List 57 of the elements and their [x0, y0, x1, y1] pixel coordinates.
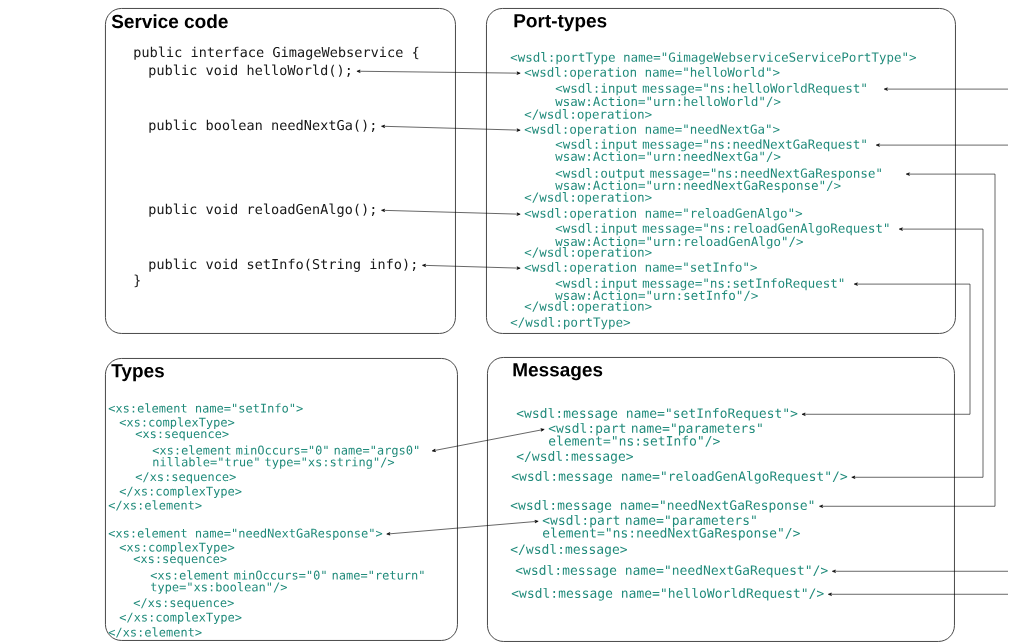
code-line: </wsdl:operation>	[524, 109, 652, 122]
code-line: public void reloadGenAlgo();	[149, 203, 375, 217]
arrow	[828, 592, 1009, 596]
code-line: <wsdl:input message="ns:setInfoRequest" wsaw:Action="urn:setInfo"/>	[555, 278, 844, 302]
code-line: <xs:element name="setInfo">	[108, 403, 303, 413]
arrow	[422, 263, 521, 270]
code-line: </wsdl:message>	[516, 450, 634, 464]
arrow	[356, 69, 521, 75]
arrow	[883, 87, 1009, 91]
code-line: <wsdl:portType name="GimageWebserviceServicePortType">	[510, 52, 916, 65]
code-line: </wsdl:operation>	[524, 301, 652, 314]
code-line: <wsdl:operation name="setInfo">	[524, 262, 757, 275]
code-line: <xs:element name="needNextGaResponse">	[108, 528, 383, 540]
code-line: <wsdl:message name="needNextGaRequest"/>	[515, 564, 828, 578]
arrow	[386, 519, 539, 536]
code-line: <wsdl:operation name="needNextGa">	[524, 124, 780, 137]
arrow	[851, 227, 984, 479]
code-line: <wsdl:input message="ns:needNextGaRequest" wsaw:Action="urn:needNextGa"/>	[555, 139, 866, 163]
code-line: </xs:element>	[108, 627, 202, 638]
arrow	[832, 569, 1009, 573]
code-line: <wsdl:part name="parameters" element="ns:needNextGaResponse"/>	[542, 514, 800, 541]
code-line: <xs:element minOccurs="0" name="return" type="xs:boolean"/>	[150, 570, 424, 594]
code-line: </wsdl:portType>	[510, 317, 631, 330]
code-line: public interface GimageWebservice {	[134, 46, 419, 60]
code-line: <wsdl:operation name="reloadGenAlgo">	[524, 208, 803, 221]
code-line: </xs:sequence>	[133, 598, 234, 610]
code-line: </wsdl:operation>	[524, 247, 652, 260]
code-line: public boolean needNextGa();	[149, 119, 375, 133]
code-line: <xs:complexType>	[119, 417, 235, 429]
arrow	[819, 172, 996, 508]
arrow	[431, 428, 545, 452]
code-line: <xs:sequence>	[135, 431, 229, 441]
code-line: <wsdl:message name="reloadGenAlgoRequest"/>	[511, 470, 848, 484]
code-line: <wsdl:part name="parameters" element="ns:setInfo"/>	[548, 422, 762, 447]
arrow	[381, 124, 521, 132]
code-line: </xs:complexType>	[119, 486, 242, 498]
code-line: <xs:complexType>	[119, 542, 235, 554]
arrow	[801, 282, 971, 416]
code-line: <wsdl:input message="ns:helloWorldRequest" wsaw:Action="urn:helloWorld"/>	[555, 83, 866, 108]
code-line: <wsdl:message name="setInfoRequest">	[516, 407, 798, 421]
code-line: <xs:sequence>	[133, 556, 227, 566]
code-line: <wsdl:message name="helloWorldRequest"/>	[511, 587, 824, 601]
code-line: <wsdl:operation name="helloWorld">	[524, 67, 780, 80]
code-line: </wsdl:operation>	[524, 192, 652, 205]
code-line: </xs:element>	[108, 500, 202, 511]
code-line: </wsdl:message>	[510, 543, 628, 557]
code-line: public void helloWorld();	[149, 64, 350, 78]
code-line: <wsdl:output message="ns:needNextGaResponse" wsaw:Action="urn:needNextGaResponse"/>	[555, 168, 881, 193]
code-line: </xs:complexType>	[119, 612, 242, 624]
arrow	[381, 208, 521, 216]
code-line: }	[134, 274, 140, 288]
code-line: public void setInfo(String info);	[149, 258, 416, 272]
code-line: </xs:sequence>	[135, 472, 236, 484]
code-line: <wsdl:input message="ns:reloadGenAlgoRequest" wsaw:Action="urn:reloadGenAlgo"/>	[555, 223, 889, 249]
arrow	[875, 143, 1009, 147]
code-line: <xs:element minOccurs="0" name="args0" nillable="true" type="xs:string"/>	[152, 445, 419, 469]
code-line: <wsdl:message name="needNextGaResponse"	[510, 499, 814, 513]
